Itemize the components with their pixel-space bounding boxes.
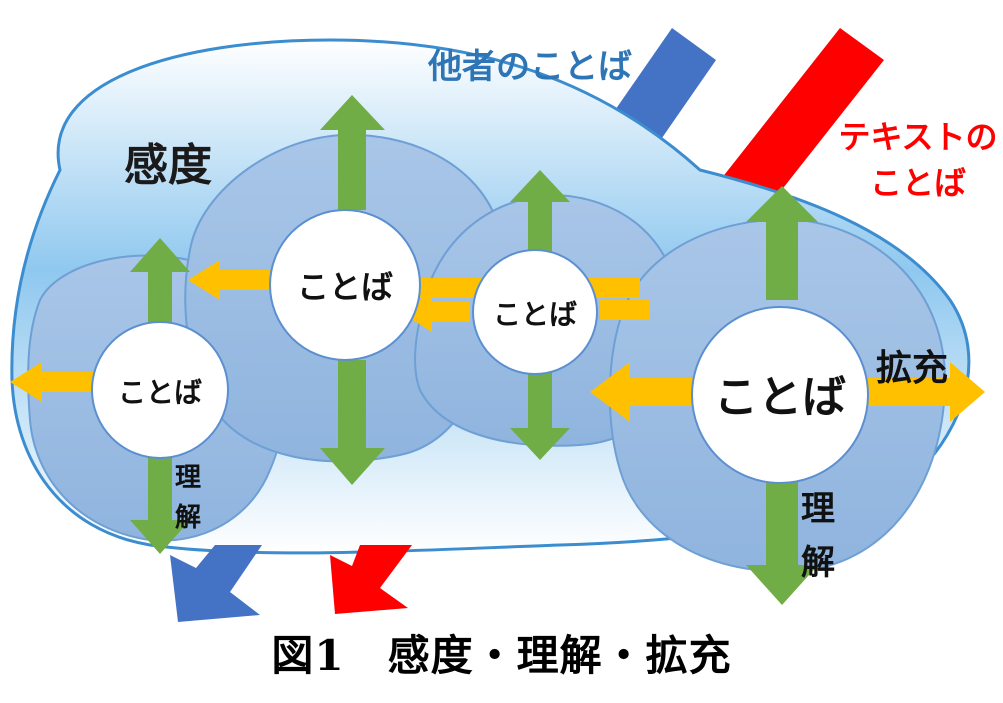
outgoing-red-arrow [330,545,412,614]
word-circle-center [472,249,598,375]
incoming-red-arrow [714,28,884,220]
outgoing-blue-arrow [170,545,262,622]
understanding-arrow-center-down [510,370,570,460]
label-text-words-line1: テキストの [838,118,997,156]
label-understanding-right-1: 理 [801,489,835,529]
understanding-arrow-middle-down [320,360,385,485]
label-word-center: ことば [493,298,577,331]
understanding-arrow-left-down [130,440,190,554]
word-circle-left [91,321,229,459]
label-sensitivity: 感度 [124,140,212,191]
label-understanding-right-2: 解 [801,543,835,583]
understanding-arrow-middle-up [320,95,385,210]
understanding-arrow-right-down [746,470,818,605]
label-understanding-left-2: 解 [175,503,201,533]
label-word-right: ことば [714,372,846,423]
word-circle-right [691,306,869,484]
label-word-left: ことば [118,376,202,409]
expansion-arrow-middle [188,260,285,300]
word-circle-middle [269,209,421,361]
understanding-arrow-right-up [746,186,818,300]
expansion-arrow-right [860,362,985,422]
label-other-words: 他者のことば [427,47,632,87]
label-text-words-line2: ことば [870,164,966,202]
figure-caption: 図1 感度・理解・拡充 [271,631,732,680]
label-word-middle: ことば [297,268,393,306]
expansion-arrow-right-left [590,362,710,422]
understanding-arrow-left-up [130,238,190,330]
label-expansion: 拡充 [876,348,948,389]
expansion-arrow-center-c [600,300,650,320]
understanding-arrow-center-up [510,170,570,258]
label-understanding-left-1: 理 [175,463,201,493]
